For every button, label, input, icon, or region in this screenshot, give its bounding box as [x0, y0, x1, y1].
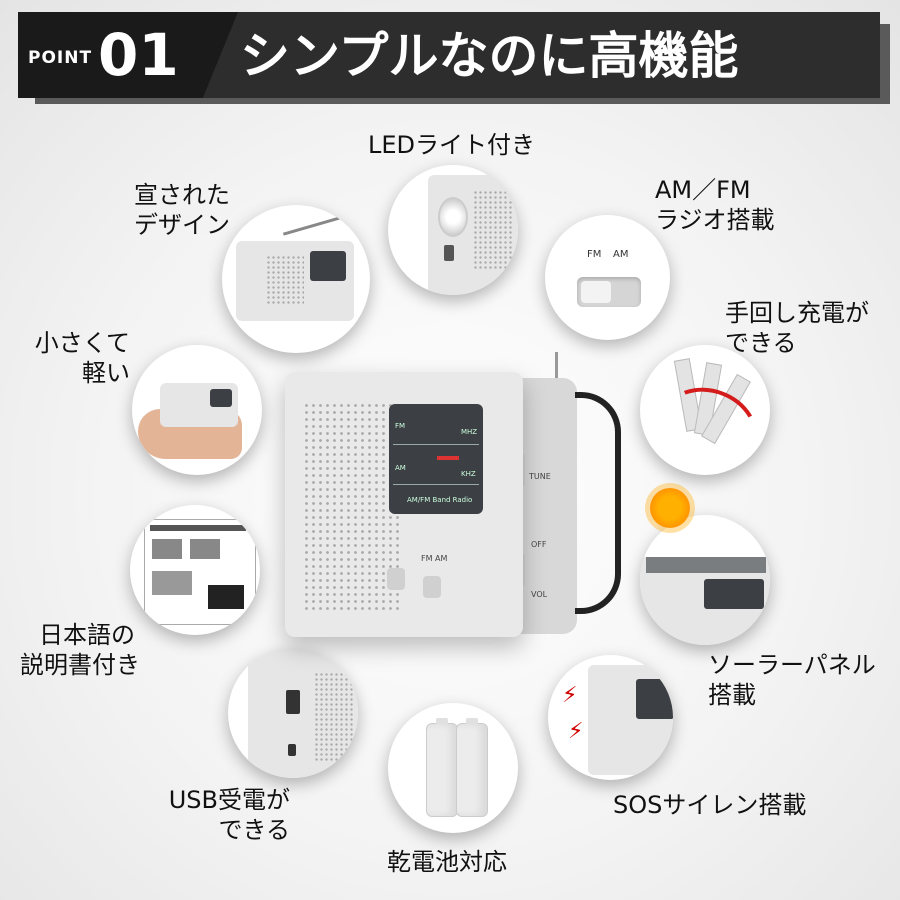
radio-front: FM MHZ AM KHZ AM/FM Band Radio FM AM — [285, 372, 523, 637]
dial-mhz-label: MHZ — [461, 428, 478, 436]
manual-figure-2 — [190, 539, 220, 559]
manual-figure-3 — [152, 571, 192, 595]
manual-figure-1 — [152, 539, 182, 559]
label-sos: SOSサイレン搭載 — [613, 791, 807, 819]
main-radio: TUNE OFF VOL FM MHZ AM KHZ AM/FM Band Ra… — [285, 352, 621, 637]
amfm-slider-knob — [581, 281, 611, 303]
band-label: AM/FM Band Radio — [407, 496, 473, 504]
usb-speaker-grille — [314, 672, 354, 762]
dial-khz-label: KHZ — [461, 470, 476, 478]
label-hand-crank: 手回し充電ができる — [725, 299, 869, 357]
off-label: OFF — [531, 540, 547, 549]
label-small-light: 小さくて軽い — [34, 329, 130, 387]
circle-battery — [388, 703, 518, 833]
solar-panel — [646, 557, 766, 573]
radio-side-panel — [517, 378, 577, 634]
battery-2 — [456, 718, 488, 817]
led-lamp-icon — [438, 197, 468, 237]
circle-solar — [640, 515, 770, 645]
design-antenna — [282, 213, 352, 236]
tune-label: TUNE — [529, 472, 551, 481]
function-button — [387, 568, 405, 590]
amfm-am-label: AM — [613, 249, 629, 260]
usb-port-micro — [288, 744, 296, 756]
label-solar: ソーラーパネル搭載 — [708, 651, 876, 709]
usb-port-icon — [444, 245, 454, 261]
label-led-light: LEDライト付き — [368, 131, 536, 159]
handheld-radio-dial — [210, 389, 232, 407]
tuning-dial: FM MHZ AM KHZ AM/FM Band Radio — [389, 404, 483, 514]
dial-needle — [437, 456, 459, 460]
design-radio-speaker — [266, 255, 304, 305]
label-manual: 日本語の説明書付き — [20, 621, 140, 679]
label-battery: 乾電池対応 — [387, 848, 507, 876]
sos-radio-dial — [636, 679, 673, 719]
circle-sos: ⚡ ⚡ — [548, 655, 673, 780]
dial-am-label: AM — [395, 464, 406, 472]
circle-amfm: FM AM — [545, 215, 670, 340]
circle-small-light — [132, 345, 262, 475]
switch-fm-label: FM — [421, 554, 433, 563]
switch-am-label: AM — [435, 554, 448, 563]
manual-figure-4 — [208, 585, 244, 609]
circle-hand-crank — [640, 345, 770, 475]
wrist-strap — [575, 392, 621, 614]
dial-scale-line-2 — [393, 484, 479, 485]
label-usb: USB受電ができる — [168, 786, 290, 844]
vol-label: VOL — [531, 590, 548, 599]
circle-design — [222, 205, 370, 353]
sos-alarm-icon: ⚡ — [562, 683, 578, 708]
circle-usb — [228, 648, 358, 778]
dial-scale-line-1 — [393, 444, 479, 445]
label-design: 宣されたデザイン — [134, 181, 230, 239]
header-banner: POINT 01 シンプルなのに高機能 — [18, 12, 880, 98]
point-number: 01 — [98, 21, 179, 89]
circle-manual — [130, 505, 260, 635]
led-speaker-grille — [473, 190, 513, 270]
point-word: POINT — [28, 48, 93, 68]
antenna — [555, 352, 558, 378]
page-title: シンプルなのに高機能 — [240, 27, 739, 85]
dial-fm-label: FM — [395, 422, 406, 430]
sun-icon — [650, 488, 690, 528]
circle-led-light — [388, 165, 518, 295]
amfm-fm-label: FM — [587, 249, 602, 260]
usb-port-a — [286, 690, 300, 714]
manual-header-bar — [150, 525, 246, 531]
point-tab: POINT 01 — [18, 12, 238, 98]
design-radio-dial — [310, 251, 346, 281]
speaker-grille — [303, 402, 403, 612]
band-switch — [423, 576, 441, 598]
battery-1 — [426, 718, 458, 817]
solar-radio-dial — [704, 579, 764, 609]
sos-alarm-icon-2: ⚡ — [568, 719, 584, 744]
